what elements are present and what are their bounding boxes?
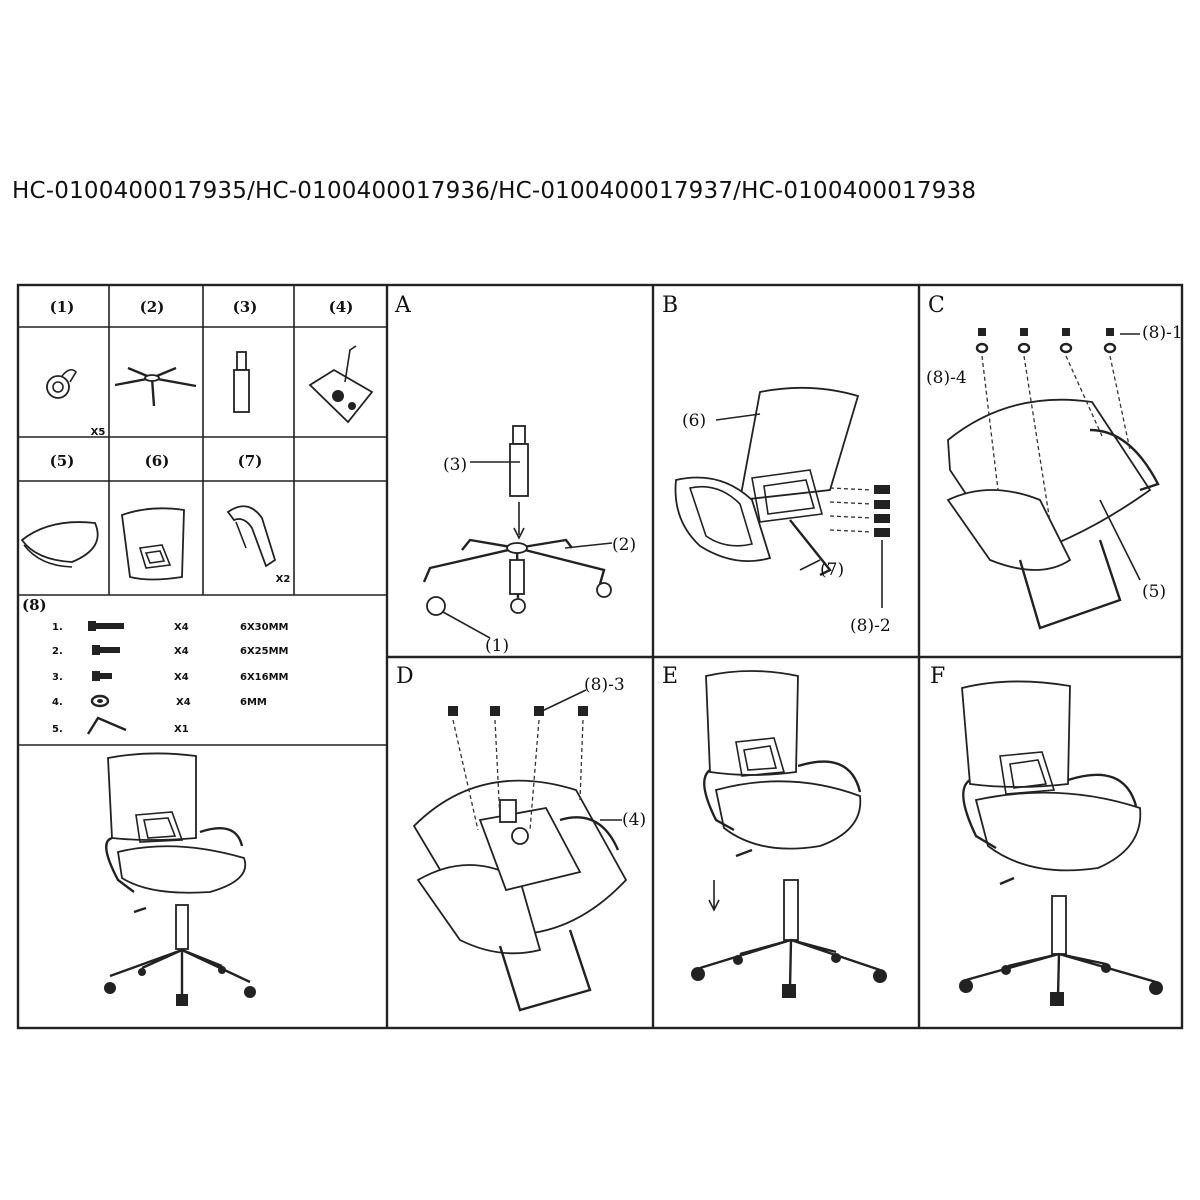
step-c-callout-8-1: (8)-1 [1142,323,1183,343]
step-a-callout-3: (3) [443,455,467,475]
step-c-letter: C [928,293,945,318]
part-1-qty: X5 [91,427,106,438]
part-3-label: (3) [233,298,258,316]
washer-icon [90,694,110,708]
step-a-callout-1: (1) [485,636,509,656]
step-c-drawing [946,328,1160,630]
allen-key-icon [86,716,127,735]
step-e-letter: E [662,664,678,689]
hardware-row-3-qty: X4 [174,672,189,683]
caster-wheel-drawing [46,368,78,399]
bolt-30mm-icon [88,621,124,631]
hardware-row-5-num: 5. [52,724,63,735]
part-6-label: (6) [145,452,170,470]
hardware-row-2-size: 6X25MM [240,646,289,657]
step-d-callout-8-3: (8)-3 [584,675,625,695]
step-b-drawing [674,386,890,608]
step-d-callout-4: (4) [622,810,646,830]
hardware-list: 1. X4 6X30MM 2. X4 6X25MM 3. X4 6X16MM 4… [52,621,289,735]
hardware-row-1-qty: X4 [174,622,189,633]
hardware-row-2-num: 2. [52,646,63,657]
part-4-label: (4) [329,298,354,316]
grid-lines [16,283,1184,1030]
finished-chair-drawing [104,752,256,1006]
gas-lift-drawing [233,351,250,413]
step-a-drawing [422,425,613,639]
step-d-letter: D [396,664,414,689]
step-f-drawing [959,680,1163,1006]
part-2-label: (2) [140,298,165,316]
hardware-label: (8) [22,596,47,614]
hardware-row-1-size: 6X30MM [240,622,289,633]
hardware-row-4-num: 4. [52,697,63,708]
screw-8-3-icons [448,706,588,716]
armrest-drawing [226,505,277,568]
hardware-row-1-num: 1. [52,622,63,633]
step-b-callout-7: (7) [820,560,844,580]
hardware-row-5-qty: X1 [174,724,189,735]
step-c-callout-5: (5) [1142,582,1166,602]
screw-8-1-icons [975,328,1117,354]
bolt-16mm-icon [92,671,112,681]
bolt-8-2-icons [874,485,890,537]
step-f-letter: F [930,664,945,689]
step-d-drawing [412,689,628,1012]
hardware-row-3-size: 6X16MM [240,672,289,683]
model-numbers-title: HC-0100400017935/HC-0100400017936/HC-010… [12,178,977,204]
bolt-25mm-icon [92,645,120,655]
hardware-row-4-qty: X4 [176,697,191,708]
part-7-label: (7) [238,452,263,470]
seat-drawing [20,521,99,568]
tilt-mechanism-drawing [308,345,374,424]
part-1-label: (1) [50,298,75,316]
step-b-callout-8-2: (8)-2 [850,616,891,636]
backrest-drawing [121,507,185,581]
step-b-callout-6: (6) [682,411,706,431]
step-a-letter: A [394,293,412,318]
step-a-callout-2: (2) [612,535,636,555]
star-base-drawing [114,366,197,407]
step-e-drawing [691,670,887,998]
hardware-row-3-num: 3. [52,672,63,683]
hardware-row-4-size: 6MM [240,697,267,708]
step-c-callout-8-4: (8)-4 [926,368,967,388]
part-7-qty: X2 [276,574,291,585]
hardware-row-2-qty: X4 [174,646,189,657]
part-5-label: (5) [50,452,75,470]
step-b-letter: B [662,293,678,318]
